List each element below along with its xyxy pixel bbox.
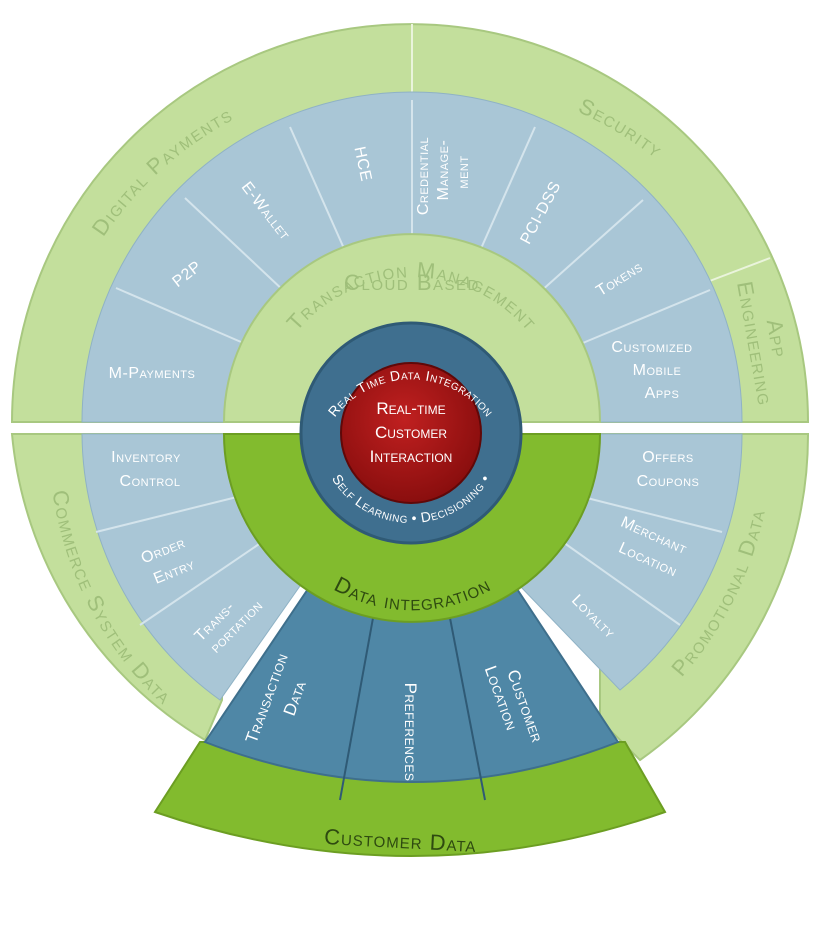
segment-credential-1: Credential: [415, 137, 432, 215]
mid-top-line-1: Cloud Based: [344, 270, 480, 295]
core-line-1: Real-time: [376, 399, 445, 418]
segment-preferences: Preferences: [401, 683, 420, 782]
segment-inventory-2: Control: [120, 473, 181, 490]
segment-credential-3: ment: [455, 155, 472, 188]
customer-data-band: [153, 741, 667, 857]
segment-hce: HCE: [350, 145, 374, 183]
segment-mobile-apps-2: Mobile: [633, 362, 682, 379]
core-circle: [340, 362, 482, 504]
segment-mobile-apps-3: Apps: [645, 385, 680, 402]
segment-credential-2: Manage-: [435, 140, 452, 201]
segment-inventory-1: Inventory: [111, 449, 181, 466]
segment-offers-2: Coupons: [637, 473, 700, 490]
segment-mobile-apps-1: Customized: [611, 339, 692, 356]
core-line-3: Interaction: [370, 447, 453, 466]
segment-m-payments: M-Payments: [109, 365, 196, 382]
core-line-2: Customer: [375, 423, 447, 442]
segment-offers-1: Offers: [642, 449, 694, 466]
customer-segments: [203, 585, 620, 783]
